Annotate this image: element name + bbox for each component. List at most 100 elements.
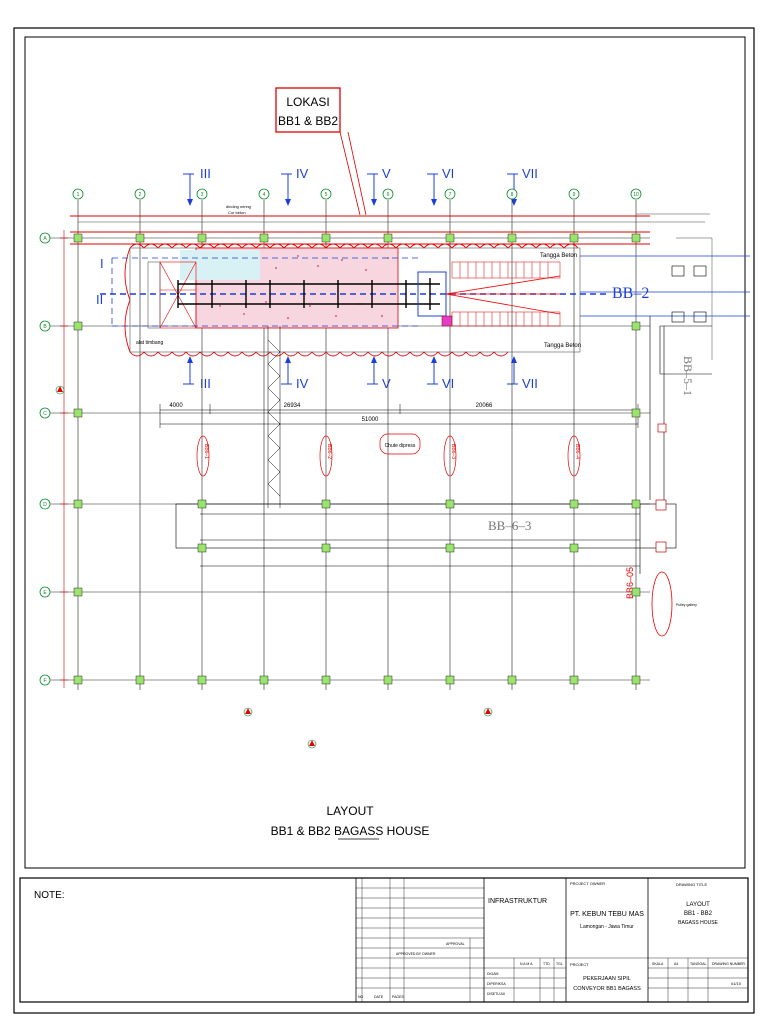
section-marker-vii-bottom: VII [507,356,538,391]
column-bubbles [72,188,642,200]
titleblock-rev-pages: PAGES [392,995,404,999]
titleblock-drawing-number-label: DRAWING NUMBER [712,962,745,966]
location-callout-line1: LOKASI [286,95,329,109]
section-label-vii-top: VII [522,166,538,181]
column-label-8: 8 [511,192,514,198]
section-marker-v-top: V [367,166,391,206]
row-label-a: A [43,236,47,242]
titleblock-dwg-title-line2: BB1 - BB2 [684,911,713,917]
dim-26934: 26934 [284,403,301,409]
section-label-iv-top: IV [296,166,309,181]
section-marker-v-bottom: V [367,356,391,391]
title-block [19,877,749,1003]
chute-callout: Chute dipress [379,433,421,455]
column-label-9: 9 [573,192,576,198]
bb-ovals [196,435,581,477]
column-label-5: 5 [325,192,328,198]
lower-conveyor-frame [175,503,677,574]
section-marker-vii-top: VII [507,166,538,206]
column-footings [73,233,641,685]
titleblock-owner-label: PROJECT OWNER [570,881,605,886]
section-label-vi-top: VI [442,166,454,181]
titleblock-sheet: 01/10 [731,981,742,986]
conveyor-steel-frame [177,278,440,310]
dim-20066: 20066 [476,403,493,409]
titleblock-name-label: N A M A [520,962,533,966]
row-label-d: D [43,502,47,508]
titleblock-title-label: DRAWING TITLE [676,882,707,887]
titleblock-dwg-title-line3: BAGASS HOUSE [678,920,718,926]
bb6-05-oval: BB6–05 [625,567,673,637]
bb-bubble-3: BB6–3 [450,444,456,459]
right-support-structure [649,265,712,500]
annotation-chute: Chute dipress [385,443,416,449]
annotation-alat-timbang: alat timbang [136,340,163,346]
location-callout: LOKASI BB1 & BB2 [275,87,367,216]
section-marker-iii-bottom: III [183,356,211,391]
annotation-tangga-bottom: Tangga Beton [544,343,581,349]
titleblock-rev-date: DATE [374,995,384,999]
location-callout-line2: BB1 & BB2 [278,114,338,128]
row-label-f: F [43,678,46,684]
drawing-title-line1: LAYOUT [326,804,374,818]
titleblock-project-line2: CONVEYOR BB1 BAGASS [573,986,641,992]
titleblock-project-label: PROJECT [570,962,589,967]
top-beam-lines [70,215,650,245]
stair-bottom [451,311,561,327]
titleblock-company: PT. KEBUN TEBU MAS [570,911,644,918]
sheet-outer-border [13,27,755,1014]
annotation-tangga-top: Tangga Beton [540,253,577,259]
section-label-vii-bottom: VII [522,376,538,391]
magenta-marker [441,315,453,327]
column-label-7: 7 [449,192,452,198]
section-markers-bottom: III IV V VI VII [183,356,538,391]
section-label-ii-upper: I [100,256,104,271]
drawing-frame [24,36,746,869]
section-markers-top: III IV V VI VII [183,166,538,206]
row-bubbles [39,232,51,686]
row-label-b: B [43,324,47,330]
bb-bubble-4: BB6–4 [574,444,580,459]
section-label-ii: II [96,292,103,307]
column-label-3: 3 [201,192,204,198]
dim-51000: 51000 [362,417,379,423]
column-label-6: 6 [387,192,390,198]
titleblock-ttd-label: TTD [543,962,550,966]
titleblock-approved-by: APPROVED BY OWNER [396,952,436,956]
section-marker-iv-bottom: IV [281,356,309,391]
titleblock-col-tanggal: TANGGAL [690,962,707,966]
red-chute-taper [445,275,561,315]
section-marker-iv-top: IV [281,166,309,206]
column-label-4: 4 [263,192,266,198]
section-cut-triangles [57,386,491,746]
alat-timbang-box [147,261,161,329]
section-label-vi-bottom: VI [442,376,454,391]
drawing-title-line2: BB1 & BB2 BAGASS HOUSE [271,824,430,838]
titleblock-row-2: DIPERIKSA [487,982,506,986]
dim-4000: 4000 [169,403,183,409]
titleblock-dept: INFRASTRUKTUR [488,898,547,905]
section-label-v-top: V [382,166,391,181]
conveyor-label-bb6-3: BB–6–3 [488,518,531,533]
section-marker-vi-bottom: VI [427,356,454,391]
right-red-markers [655,423,667,553]
titleblock-dwg-title-line1: LAYOUT [686,902,710,908]
note-label: NOTE: [34,890,65,901]
column-label-2: 2 [139,192,142,198]
section-label-iv-bottom: IV [296,376,309,391]
titleblock-location: Lamongan - Jawa Timur [580,924,634,930]
titleblock-tgl-label: TGL [556,962,563,966]
section-label-v-bottom: V [382,376,391,391]
section-label-iii-top: III [200,166,211,181]
section-marker-iii-top: III [183,166,211,206]
row-label-c: C [43,411,47,417]
annotation-cor-beton: Cor beton [228,210,246,215]
titleblock-col-skala: SKALA [652,962,664,966]
column-label-10: 10 [633,192,639,198]
section-marker-vi-top: VI [427,166,454,206]
section-marker-ii: II I [96,256,104,307]
row-label-e: E [43,590,47,596]
cor-beton-area [180,250,260,280]
vertical-truss [267,326,281,508]
